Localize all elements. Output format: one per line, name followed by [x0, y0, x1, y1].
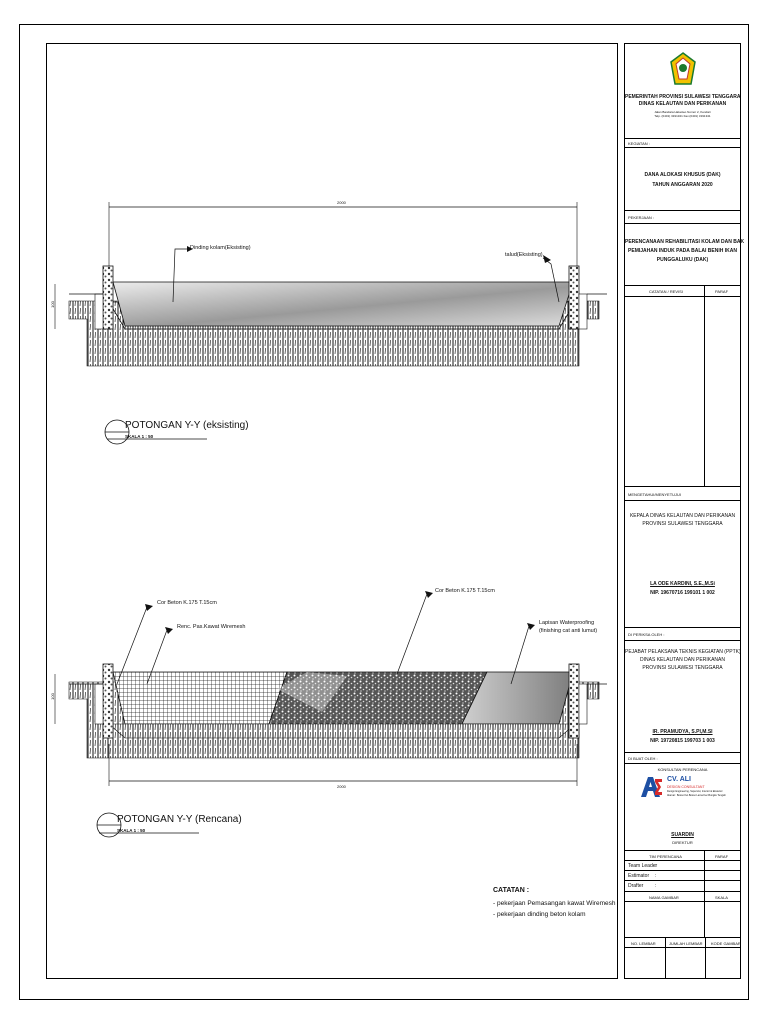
tb-drafter: Drafter — [628, 883, 644, 889]
tb-kode-gambar: KODE GAMBAR — [711, 941, 741, 946]
tb-mengetahui: KEPALA DINAS KELAUTAN DAN PERIKANAN PROV… — [625, 501, 740, 628]
tb-paraf-label: PARAF — [715, 289, 729, 294]
label-existing-talud: talud(Eksisting) — [505, 252, 543, 258]
tb-pptk-line3: PROVINSI SULAWESI TENGGARA — [642, 665, 723, 671]
company-logo-icon — [641, 777, 662, 797]
label-wiremesh: Renc. Pas.Kawat Wiremesh — [177, 624, 246, 630]
tb-tim-label: TIM PERENCANA — [649, 854, 682, 859]
tb-kegiatan: DANA ALOKASI KHUSUS (DAK) TAHUN ANGGARAN… — [625, 148, 740, 211]
label-cor-beton-left: Cor Beton K.175 T.15cm — [157, 600, 217, 606]
tb-kepala-name: LA ODE KARDINI, S.E.,M.Si — [650, 581, 715, 587]
tb-colon: : — [655, 863, 657, 869]
section-plan-scale: SKALA 1 : 50 — [117, 828, 146, 833]
tb-diperiksa-label-row: DI PERIKSA OLEH : — [625, 628, 740, 641]
tb-pekerjaan: PERENCANAAN REHABILITASI KOLAM DAN BAK P… — [625, 224, 745, 286]
tb-revisi-body — [625, 297, 740, 487]
tb-lembar-header: NO. LEMBAR JUMLAH LEMBAR KODE GAMBAR — [625, 938, 741, 948]
tb-drafter-row: Drafter : — [625, 881, 740, 892]
tb-kepala-line1: KEPALA DINAS KELAUTAN DAN PERIKANAN — [629, 513, 736, 519]
tb-diperiksa-label: DI PERIKSA OLEH : — [628, 632, 665, 637]
tb-kepala-line2: PROVINSI SULAWESI TENGGARA — [642, 521, 723, 527]
sheet-outer-border — [19, 24, 749, 1000]
tb-dibuat-label: DI BUAT OLEH : — [628, 756, 658, 761]
tb-estimator-row: Estimator : — [625, 871, 740, 881]
label-existing-wall: Dinding kolam(Eksisting) — [190, 245, 251, 251]
dim-left-label-2: 100 — [49, 693, 55, 700]
section-plan-title: POTONGAN Y-Y (Rencana) — [117, 814, 242, 825]
tb-jumlah-lembar: JUMLAH LEMBAR — [669, 941, 703, 946]
tb-pekerjaan-line3: PUNGGALUKU (DAK) — [656, 257, 709, 263]
tb-lembar-body — [625, 948, 740, 978]
tb-tim-header: TIM PERENCANA PARAF — [625, 851, 740, 861]
tb-catatan-label: CATATAN / REVISI — [649, 289, 683, 294]
tb-konsultan: KONSULTAN PERENCANA CV. ALI DESIGN CONSU… — [625, 764, 740, 851]
section-existing — [54, 202, 607, 445]
director-title: DIREKTUR — [672, 840, 693, 845]
tb-pptk-line2: DINAS KELAUTAN DAN PERIKANAN — [640, 657, 725, 663]
tb-kegiatan-line2: TAHUN ANGGARAN 2020 — [652, 182, 713, 188]
tb-pptk-nip: NIP. 19720815 199703 1 003 — [650, 738, 715, 744]
tb-dibuat-label-row: DI BUAT OLEH : — [625, 753, 740, 764]
tb-revisi-header: CATATAN / REVISI PARAF — [625, 286, 740, 297]
tb-pekerjaan-label-row: PEKERJAAN : — [625, 211, 740, 224]
tb-diperiksa: PEJABAT PELAKSANA TEKNIS KEGIATAN (PPTK)… — [625, 641, 741, 753]
tb-tim-paraf: PARAF — [715, 854, 729, 859]
company-sub1: DESIGN CONSULTANT — [667, 785, 705, 789]
tb-kegiatan-line1: DANA ALOKASI KHUSUS (DAK) — [644, 172, 721, 178]
tb-nama-gambar-body — [625, 902, 740, 938]
tb-konsultan-label: KONSULTAN PERENCANA — [657, 767, 708, 772]
tb-pptk-name: IR. PRAMUDYA, S.PI,M.SI — [652, 729, 713, 735]
notes-item: - pekerjaan Pemasangan kawat Wiremesh — [493, 900, 616, 907]
section-plan — [54, 591, 607, 838]
tb-pptk-line1: PEJABAT PELAKSANA TEKNIS KEGIATAN (PPTK) — [625, 649, 741, 655]
tb-estimator: Estimator — [628, 873, 650, 879]
section-existing-title: POTONGAN Y-Y (eksisting) — [125, 420, 249, 431]
company-sub2: Design Engineering, Supervisi, Interior … — [667, 790, 723, 793]
tb-gov-line1: PEMERINTAH PROVINSI SULAWESI TENGGARA — [625, 94, 741, 100]
tb-address1: Jalan Bandara Haluoleo Nomor 2, Kendari — [654, 110, 711, 114]
tb-kegiatan-label-row: KEGIATAN : — [625, 139, 740, 148]
label-finishing: (finishing cat anti lumut) — [539, 628, 598, 634]
tb-nama-gambar: NAMA GAMBAR — [649, 895, 679, 900]
dim-top-label: 2000 — [337, 200, 346, 205]
dim-bottom-label: 2000 — [337, 784, 346, 789]
tb-gov-line2: DINAS KELAUTAN DAN PERIKANAN — [638, 101, 727, 107]
title-block: PEMERINTAH PROVINSI SULAWESI TENGGARA DI… — [624, 43, 745, 979]
tb-pekerjaan-line2: PEMIJAHAN INDUK PADA BALAI BENIH IKAN — [628, 248, 737, 254]
tb-pekerjaan-line1: PERENCANAAN REHABILITASI KOLAM DAN BAK — [625, 239, 745, 245]
company-name: CV. ALI — [667, 776, 691, 783]
tb-address2: Telp. (0401) 3191341 Fax.(0401) 3191341 — [654, 114, 711, 118]
tb-header: PEMERINTAH PROVINSI SULAWESI TENGGARA DI… — [625, 44, 740, 139]
drawing-canvas — [54, 202, 607, 838]
tb-team-leader-row: Team Leader : — [625, 861, 740, 871]
dim-left-label: 100 — [49, 301, 55, 308]
tb-kegiatan-label: KEGIATAN : — [628, 141, 650, 146]
section-existing-scale: SKALA 1 : 50 — [125, 434, 154, 439]
tb-no-lembar: NO. LEMBAR — [631, 941, 656, 946]
label-waterproofing: Lapisan Waterproofing — [539, 620, 595, 626]
notes-heading: CATATAN : — [493, 887, 530, 894]
tb-pekerjaan-label: PEKERJAAN : — [628, 215, 655, 220]
tb-colon: : — [655, 883, 657, 889]
tb-colon: : — [655, 873, 657, 879]
tb-mengetahui-label-row: MENGETAHUI/MENYETUJUI — [625, 487, 740, 501]
director-name: SUARDIN — [671, 832, 694, 838]
drawing-area: 2000 100 Dinding kolam(Eksisting) talud(… — [46, 43, 618, 979]
tb-mengetahui-label: MENGETAHUI/MENYETUJUI — [628, 492, 682, 497]
company-sub3: Alamat : Bosso Kel.Bosso Lama Kec.Bungku… — [667, 794, 726, 797]
notes-item: - pekerjaan dinding beton kolam — [493, 911, 586, 918]
tb-kepala-nip: NIP. 19670716 199101 1 002 — [650, 590, 715, 596]
tb-nama-gambar-header: NAMA GAMBAR SKALA — [625, 892, 740, 902]
label-cor-beton-right: Cor Beton K.175 T.15cm — [435, 588, 495, 594]
province-logo-icon — [670, 52, 696, 85]
tb-team-leader: Team Leader — [628, 863, 658, 869]
tb-skala: SKALA — [715, 895, 728, 900]
